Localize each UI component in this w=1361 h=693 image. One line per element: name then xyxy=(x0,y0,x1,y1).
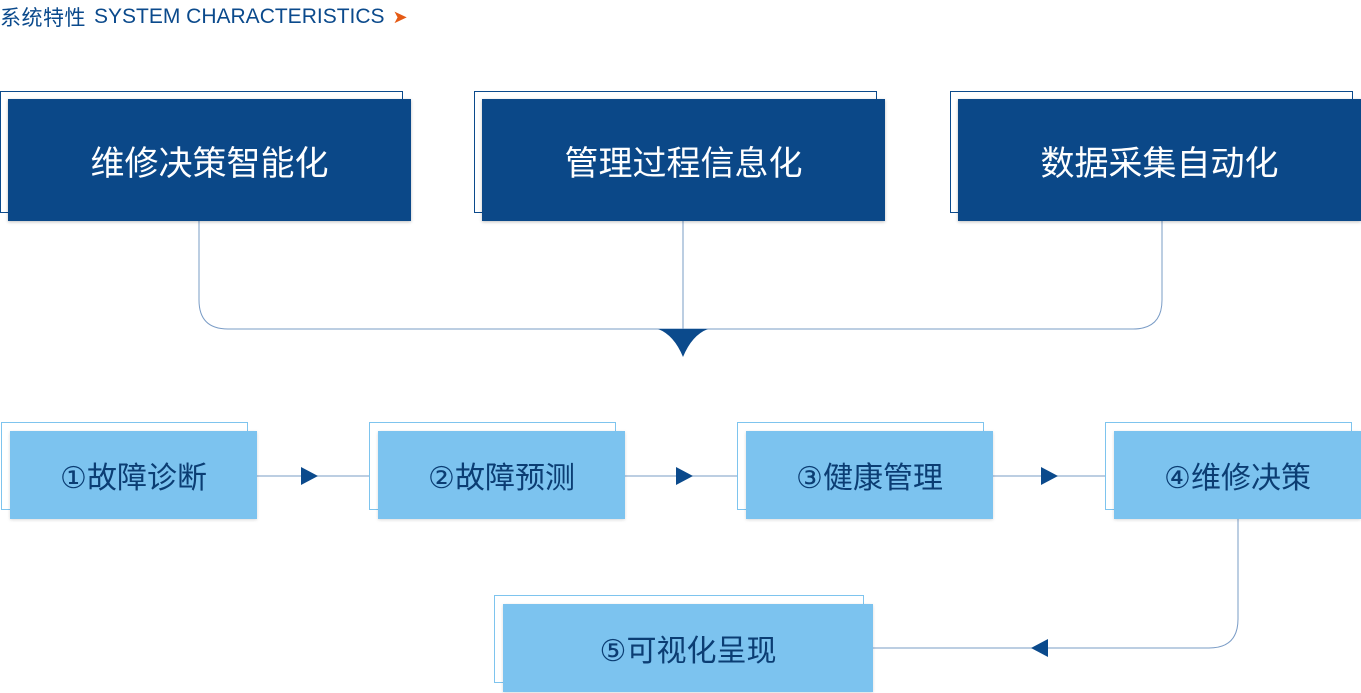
feature-label: 管理过程信息化 xyxy=(482,99,885,221)
step-connector-4-5 xyxy=(873,519,1239,649)
feature-card-1: 维修决策智能化 xyxy=(0,91,411,221)
step-card-1: ①故障诊断 xyxy=(1,422,257,519)
step-card-2: ②故障预测 xyxy=(369,422,625,519)
section-title-en: SYSTEM CHARACTERISTICS xyxy=(94,5,385,28)
step-label: ②故障预测 xyxy=(378,431,625,519)
chevron-right-icon: ➤ xyxy=(392,6,408,28)
section-title-zh: 系统特性 xyxy=(0,6,86,30)
arrow-right-icon xyxy=(301,467,318,485)
feature-label: 数据采集自动化 xyxy=(958,99,1361,221)
section-header: 系统特性 SYSTEM CHARACTERISTICS ➤ xyxy=(0,2,408,32)
step-card-3: ③健康管理 xyxy=(737,422,993,519)
step-label: ⑤可视化呈现 xyxy=(503,604,873,692)
step-label: ①故障诊断 xyxy=(10,431,257,519)
feature-card-2: 管理过程信息化 xyxy=(474,91,885,221)
step-label: ③健康管理 xyxy=(746,431,993,519)
merge-arrow-icon xyxy=(658,329,708,357)
arrow-right-icon xyxy=(1041,467,1058,485)
arrow-right-icon xyxy=(676,467,693,485)
step-card-5: ⑤可视化呈现 xyxy=(494,595,873,692)
arrow-left-icon xyxy=(1031,639,1048,657)
step-card-4: ④维修决策 xyxy=(1105,422,1361,519)
step-label: ④维修决策 xyxy=(1114,431,1361,519)
merge-connector xyxy=(198,221,1163,330)
feature-label: 维修决策智能化 xyxy=(8,99,411,221)
feature-card-3: 数据采集自动化 xyxy=(950,91,1361,221)
